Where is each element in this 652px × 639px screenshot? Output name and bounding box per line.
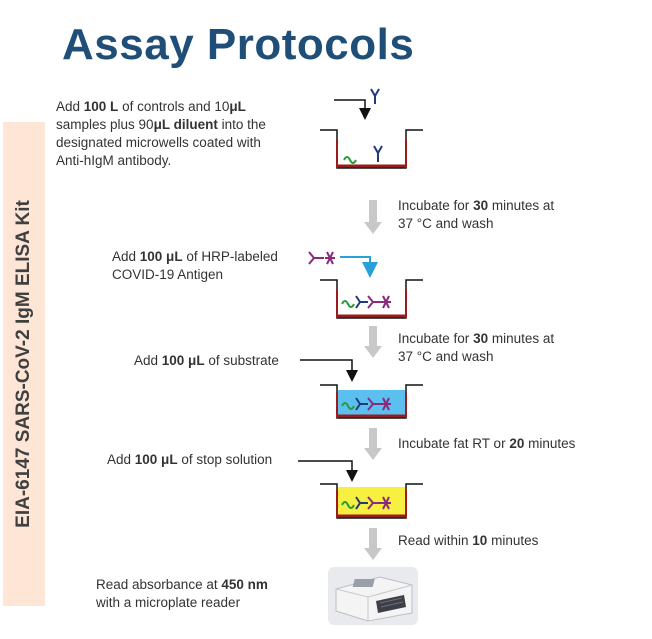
antibody-icon: [370, 88, 380, 104]
step1-line1: Add 100 L of controls and 10μL: [56, 99, 246, 114]
incubate3-text: Incubate fat RT or 20 minutes: [398, 436, 576, 451]
kit-sidebar: [3, 122, 45, 606]
page-title: Assay Protocols: [62, 20, 415, 69]
microwell-icon: [320, 483, 423, 519]
microwell-icon: [320, 279, 423, 319]
gray-down-arrow-icon: [364, 200, 382, 234]
step4-arrow: [298, 460, 358, 482]
incubate2-text: Incubate for 30 minutes at 37 °C and was…: [398, 331, 555, 364]
step1-line2: samples plus 90μL diluent into the: [56, 117, 266, 132]
step4-text: Add 100 μL of stop solution: [107, 452, 273, 467]
step1-arrow: [334, 99, 371, 120]
hrp-antigen-icon: [308, 251, 335, 265]
step5-text: Read absorbance at 450 nm with a micropl…: [96, 577, 268, 610]
step1-line4: Anti-hIgM antibody.: [56, 153, 172, 168]
step2-arrow: [340, 256, 378, 278]
gray-down-arrow-icon: [364, 428, 382, 460]
gray-down-arrow-icon: [364, 528, 382, 560]
microwell-icon: [320, 129, 423, 169]
step1-text: Add 100 L of controls and 10μL samples p…: [56, 98, 266, 170]
step3-arrow: [300, 359, 358, 382]
step2-text: Add 100 μL of HRP-labeled COVID-19 Antig…: [112, 249, 278, 282]
microplate-reader-icon: [328, 567, 418, 625]
step3-text: Add 100 μL of substrate: [134, 353, 279, 368]
gray-down-arrow-icon: [364, 326, 382, 358]
read-within-text: Read within 10 minutes: [398, 533, 539, 548]
step1-line3: designated microwells coated with: [56, 135, 261, 150]
incubate1-text: Incubate for 30 minutes at 37 °C and was…: [398, 198, 555, 231]
microwell-icon: [320, 384, 423, 419]
